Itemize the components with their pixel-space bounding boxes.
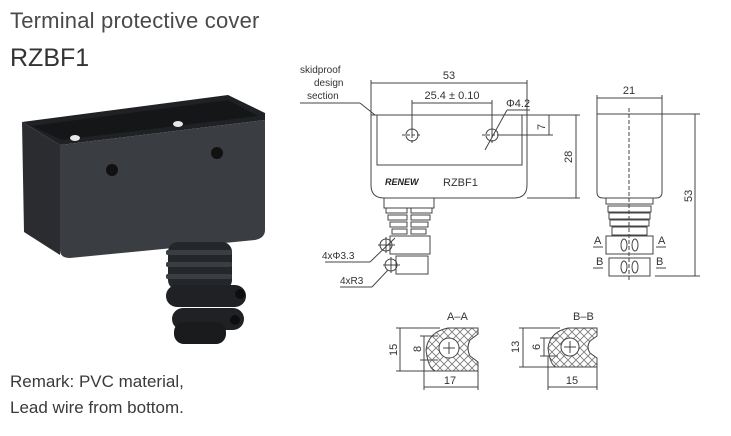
- dim-width: 53: [443, 70, 455, 82]
- dim-aa-height: 15: [388, 344, 400, 356]
- front-view-drawing: [300, 80, 580, 288]
- section-mark-b-left: B: [596, 256, 603, 268]
- dim-aa-inner: 8: [412, 346, 424, 352]
- dim-clamp-holes: 4xΦ3.3: [322, 251, 355, 262]
- dim-bb-inner: 6: [531, 344, 543, 350]
- side-view-drawing: [593, 95, 700, 282]
- dim-hole-diameter: Φ4.2: [506, 98, 530, 110]
- dim-aa-width: 17: [444, 375, 456, 387]
- product-title: Terminal protective cover: [10, 8, 260, 33]
- product-photo: [22, 95, 265, 344]
- section-bb-title: B–B: [573, 311, 594, 323]
- dim-total-height: 53: [683, 190, 695, 202]
- remark-lead-wire: Lead wire from bottom.: [10, 398, 184, 417]
- front-view-labels: skidproof design section 53 25.4 ± 0.10 …: [300, 65, 575, 287]
- section-mark-a-left: A: [594, 235, 602, 247]
- callout-line-2: design: [314, 78, 343, 89]
- brand-logo: RENEW: [385, 177, 420, 187]
- section-aa-labels: A–A 15 8 17: [388, 311, 468, 387]
- dim-bb-height: 13: [510, 341, 522, 353]
- dim-hole-offset: 7: [536, 124, 548, 130]
- dim-side-width: 21: [623, 85, 635, 97]
- side-view-labels: 21 53 A A B B: [594, 85, 695, 268]
- dim-body-height: 28: [563, 151, 575, 163]
- callout-line-3: section: [307, 91, 339, 102]
- section-aa-title: A–A: [447, 311, 468, 323]
- remark-material: Remark: PVC material,: [10, 372, 184, 391]
- callout-line-1: skidproof: [300, 65, 341, 76]
- section-bb-drawing: [519, 327, 598, 390]
- dim-clamp-radius: 4xR3: [340, 276, 364, 287]
- section-mark-b-right: B: [656, 256, 663, 268]
- dim-hole-spacing: 25.4 ± 0.10: [425, 90, 480, 102]
- section-mark-a-right: A: [658, 235, 666, 247]
- dim-bb-width: 15: [566, 375, 578, 387]
- model-label: RZBF1: [443, 177, 478, 189]
- product-model: RZBF1: [10, 44, 90, 72]
- section-bb-labels: B–B 13 6 15: [510, 311, 594, 387]
- section-aa-drawing: [396, 327, 479, 390]
